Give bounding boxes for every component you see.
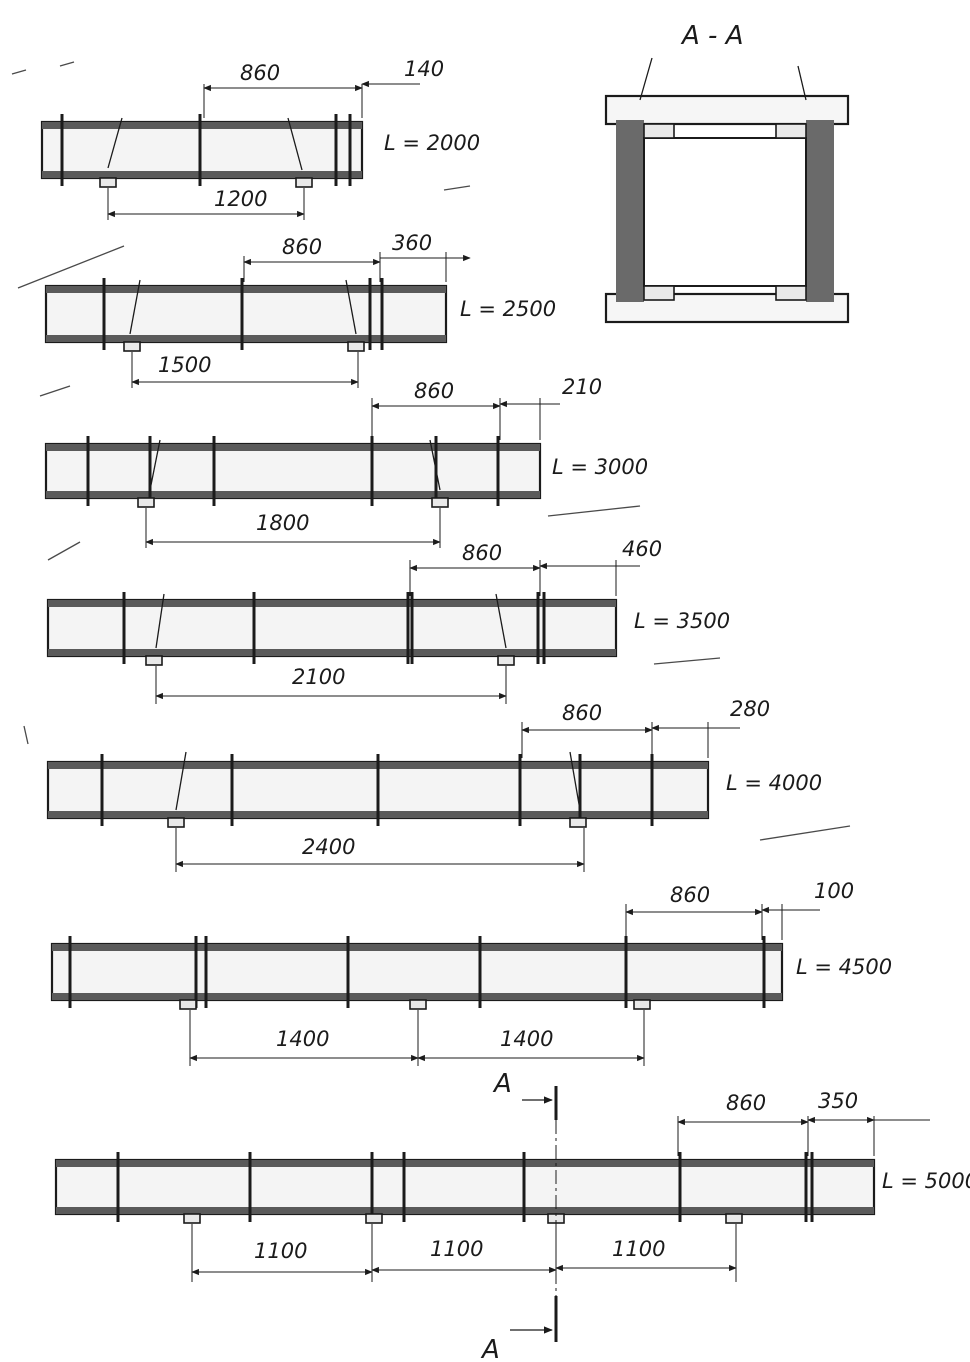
section-right-wall [806,120,834,302]
beam-bottom-band [46,335,446,342]
dimension-label: 140 [404,57,444,81]
beam-support-pad [99,177,117,188]
beam-length-label: L = 3000 [552,455,648,479]
beam-support-pad [137,497,155,508]
dimension-label: 460 [622,537,662,561]
beam-top-band [56,1160,874,1167]
beam-top-band [52,944,782,951]
scan-noise [11,61,851,841]
dimension-label: 860 [562,701,602,725]
beam-support-pad [123,341,141,352]
beam-top-band [42,122,362,129]
dimension-label: 1100 [430,1237,483,1261]
dimension-label: 360 [392,231,432,255]
section-bar-top-right [775,123,807,139]
beam-body [44,284,448,344]
dimension-label: 1400 [276,1027,329,1051]
beam-body [50,942,784,1002]
beam-2000: 860 140 1200 L = 2000 [40,57,480,220]
beam-support-pad [347,341,365,352]
leader-line [429,439,441,491]
beam-support-pad [145,655,163,666]
beam-top-band [48,600,616,607]
leader-line [495,593,507,649]
beam-top-band [46,444,540,451]
section-cut-label-bottom: А [480,1335,500,1362]
dimension-label: 860 [670,883,710,907]
section-opening [643,137,807,287]
dimension-label: 2100 [292,665,345,689]
beam-5000: 860 350 1100 1100 1100 L = 5000 А А [54,1069,970,1362]
beam-4000: 860 280 2400 L = 4000 [46,697,822,872]
beam-length-label: L = 2500 [460,297,556,321]
leader-line [155,593,165,649]
leader-line [129,279,141,335]
beam-length-label: L = 5000 [882,1169,970,1193]
section-top-slab [604,94,850,126]
section-cut-label-top: А [492,1069,512,1099]
beam-3500: 860 460 2100 L = 3500 [46,537,730,704]
beam-length-label: L = 3500 [634,609,730,633]
beam-support-pad [633,999,651,1010]
dimension-label: 1100 [254,1239,307,1263]
beam-support-pad [497,655,515,666]
beam-support-pad [725,1213,743,1224]
beam-support-pad [167,817,185,828]
leader-line [107,117,123,169]
beam-top-band [46,286,446,293]
leader-line [569,751,581,811]
beam-support-pad [365,1213,383,1224]
dimension-label: 860 [414,379,454,403]
dimension-label: 1800 [256,511,309,535]
beam-bottom-band [46,491,540,498]
dimension-label: 210 [562,375,602,399]
beam-bottom-band [56,1207,874,1214]
section-leader-left [639,57,653,101]
section-a-a: А - А [604,21,850,324]
beam-bottom-band [42,171,362,178]
beam-support-pad [295,177,313,188]
section-bar-bottom-left [643,285,675,301]
section-bar-bottom-right [775,285,807,301]
section-left-wall [616,120,644,302]
beam-support-pad [183,1213,201,1224]
dimension-label: 860 [240,61,280,85]
dimension-label: 2400 [302,835,355,859]
dimension-label: 1500 [158,353,211,377]
section-title: А - А [680,21,743,51]
beam-support-pad [179,999,197,1010]
dimension-label: 860 [282,235,322,259]
dimension-label: 280 [730,697,770,721]
section-leader-right [797,65,807,101]
dimension-label: 1400 [500,1027,553,1051]
beam-4500: 860 100 1400 1400 L = 4500 [50,879,892,1066]
section-bar-top-left [643,123,675,139]
beam-length-label: L = 4000 [726,771,822,795]
dimension-label: 100 [814,879,854,903]
dimension-label: 860 [462,541,502,565]
dimension-label: 1100 [612,1237,665,1261]
leader-line [175,751,187,811]
beam-body [54,1158,876,1216]
beam-body [40,120,364,180]
leader-line [287,117,303,171]
beam-support-pad [569,817,587,828]
beam-body [46,598,618,658]
beam-support-pad [409,999,427,1010]
beam-length-label: L = 2000 [384,131,480,155]
dimension-label: 1200 [214,187,267,211]
beam-bottom-band [52,993,782,1000]
beam-bottom-band [48,649,616,656]
leader-line [345,279,357,335]
beam-3000: 860 210 1800 L = 3000 [44,375,648,548]
dimension-label: 860 [726,1091,766,1115]
beam-body [44,442,542,500]
dimension-label: 350 [818,1089,858,1113]
beam-length-label: L = 4500 [796,955,892,979]
beam-support-pad [431,497,449,508]
beam-2500: 860 360 1500 L = 2500 [44,231,556,388]
leader-line [149,439,161,491]
